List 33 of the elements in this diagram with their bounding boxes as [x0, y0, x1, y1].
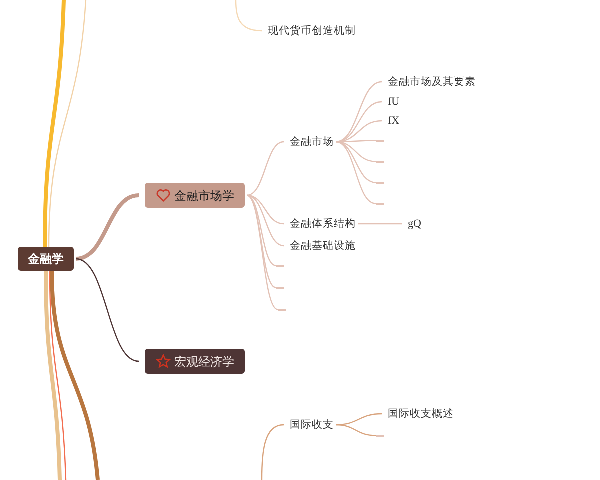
- branch-line: [49, 271, 67, 480]
- branch-line: [44, 270, 62, 480]
- topic-label: fX: [388, 114, 400, 128]
- branch-line: [336, 141, 376, 204]
- topic-label: 金融市场: [290, 135, 334, 149]
- branch-line: [246, 141, 284, 196]
- branch-line: [246, 194, 284, 247]
- topic-box: [145, 349, 245, 374]
- branch-line: [358, 223, 402, 225]
- topic-label: 金融市场及其要素: [388, 75, 476, 89]
- topic-label: gQ: [408, 217, 422, 231]
- topic-label: 国际收支: [290, 418, 334, 432]
- topic-label: fU: [388, 95, 400, 109]
- branch-line: [336, 424, 376, 436]
- branch-line: [48, 0, 87, 248]
- branch-line: [76, 258, 140, 362]
- branch-line: [246, 195, 278, 310]
- branch-line: [235, 0, 262, 32]
- topic-label: 金融市场学: [174, 188, 234, 202]
- topic-label: 国际收支概述: [388, 407, 454, 421]
- branch-line: [261, 424, 284, 480]
- branch-line: [336, 141, 376, 184]
- topic-label: 宏观经济学: [174, 354, 234, 368]
- topic-label: 现代货币创造机制: [268, 24, 356, 38]
- branch-line: [50, 270, 100, 480]
- topic-label: 金融体系结构: [290, 217, 356, 231]
- topic-label: 金融基础设施: [290, 239, 356, 253]
- branch-line: [76, 194, 140, 261]
- branch-line: [43, 0, 66, 248]
- branch-line: [246, 194, 284, 225]
- topic-box: [145, 183, 245, 208]
- topic-box: 金融学: [18, 247, 74, 271]
- branch-line: [336, 101, 382, 143]
